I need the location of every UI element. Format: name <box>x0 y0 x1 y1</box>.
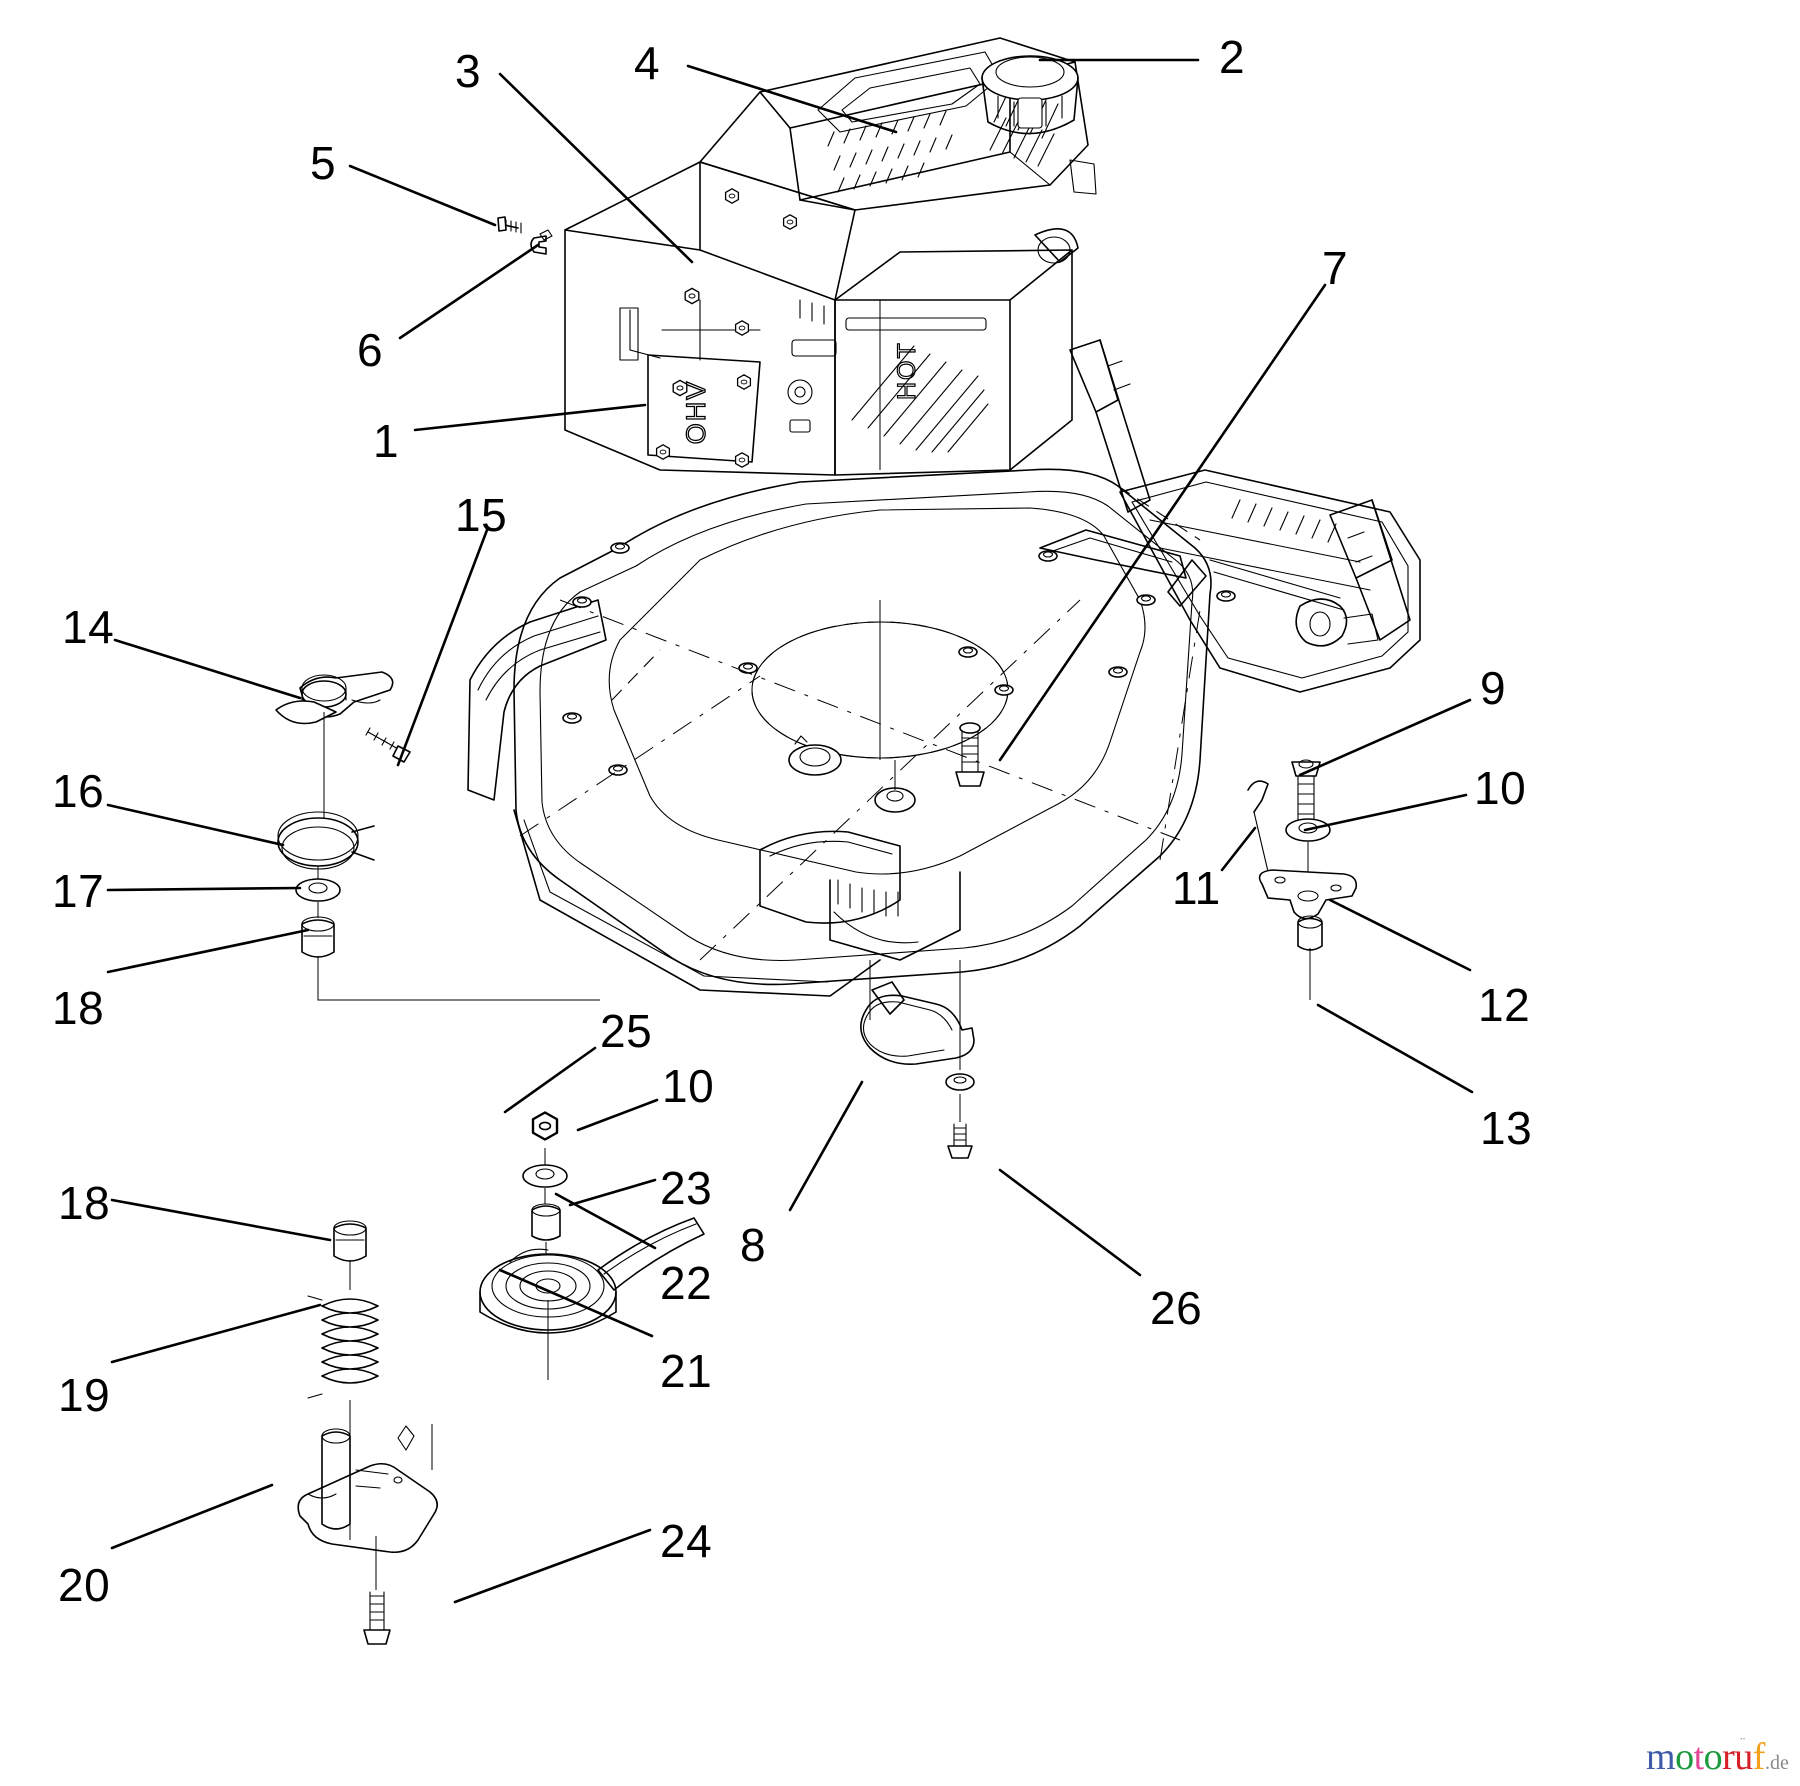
callout-3: 3 <box>455 45 482 97</box>
callout-8: 8 <box>740 1219 767 1271</box>
bushing-18-graphic <box>301 916 335 958</box>
washer-10b-graphic <box>522 1164 568 1188</box>
height-lever-assembly-graphic <box>275 671 600 1001</box>
wheel-housing-20-graphic <box>297 1424 438 1554</box>
deck-housing-graphic <box>467 300 1421 997</box>
bushing-13-graphic <box>1297 915 1323 951</box>
callout-18: 18 <box>52 982 105 1034</box>
spacer-23-graphic <box>531 1203 561 1241</box>
bracket-plate-12-graphic <box>1258 869 1358 920</box>
watermark-diaeresis: ¨ <box>1740 1735 1745 1752</box>
clamp-6-graphic <box>530 229 553 255</box>
callout-19: 19 <box>58 1369 111 1421</box>
screw-15-graphic <box>365 727 411 763</box>
callout-23: 23 <box>660 1162 713 1214</box>
callout-leader-lines <box>106 58 1474 1604</box>
callout-1: 1 <box>373 415 400 467</box>
spring-bracket-8-graphic <box>860 960 975 1159</box>
callout-21: 21 <box>660 1345 713 1397</box>
right-bracket-assembly-graphic <box>1247 759 1358 1000</box>
callout-4: 4 <box>634 37 661 89</box>
svg-text:HOT: HOT <box>893 341 921 400</box>
spring-clip-16-graphic <box>277 811 375 870</box>
watermark-letter: o <box>1703 1736 1723 1778</box>
callout-17: 17 <box>52 865 105 917</box>
callout-16: 16 <box>52 765 105 817</box>
watermark-letter: r <box>1722 1736 1735 1778</box>
deck-bolt-7-graphic <box>955 722 985 787</box>
callout-10b: 10 <box>662 1060 715 1112</box>
screw-5-graphic <box>497 216 522 234</box>
watermark-motoruf: motoruf ¨ .de <box>1646 1735 1789 1778</box>
callout-2: 2 <box>1219 31 1246 83</box>
callout-7: 7 <box>1322 242 1349 294</box>
watermark-letter: u <box>1734 1736 1753 1778</box>
watermark-letter: m <box>1646 1736 1676 1778</box>
watermark-letter: f <box>1752 1736 1766 1778</box>
washer-17-graphic <box>295 878 341 902</box>
wheel-housing-assembly-graphic <box>297 1220 438 1645</box>
callout-10: 10 <box>1474 762 1527 814</box>
callout-22: 22 <box>660 1257 713 1309</box>
bolt-26-graphic <box>947 1094 973 1159</box>
callout-18b: 18 <box>58 1177 111 1229</box>
screw-24-graphic <box>363 1536 391 1645</box>
callout-14: 14 <box>62 601 115 653</box>
callout-11: 11 <box>1172 862 1221 914</box>
callout-25: 25 <box>600 1005 653 1057</box>
callout-24: 24 <box>660 1515 713 1567</box>
bushing-18b-graphic <box>333 1220 367 1262</box>
callout-12: 12 <box>1478 979 1531 1031</box>
fuel-cap-graphic <box>981 55 1079 135</box>
callout-5: 5 <box>310 137 337 189</box>
callout-15: 15 <box>455 489 508 541</box>
callout-6: 6 <box>357 324 384 376</box>
spring-19-graphic <box>307 1295 379 1399</box>
callout-26: 26 <box>1150 1282 1203 1334</box>
watermark-suffix: .de <box>1764 1752 1789 1774</box>
watermark-letter: o <box>1675 1736 1694 1778</box>
blade-brake-assembly-graphic <box>479 1111 705 1380</box>
callout-20: 20 <box>58 1559 111 1611</box>
lever-rod-11-graphic <box>1247 780 1271 881</box>
engine-assembly-graphic: HOT OHV <box>564 37 1097 476</box>
callout-9: 9 <box>1480 662 1507 714</box>
callout-13: 13 <box>1480 1102 1533 1154</box>
watermark-letter: t <box>1693 1736 1705 1778</box>
